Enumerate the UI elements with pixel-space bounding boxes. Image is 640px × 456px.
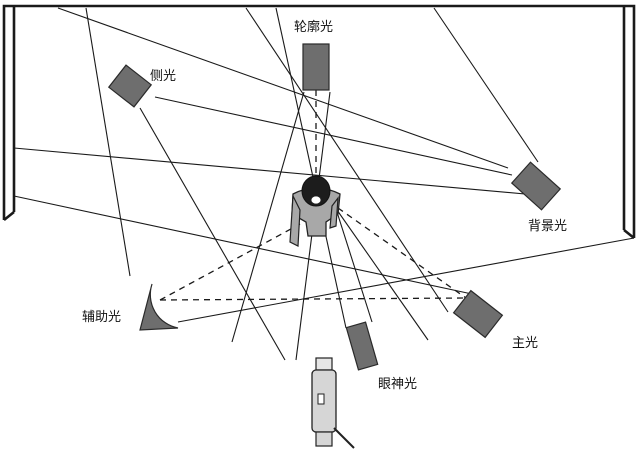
background-light-beam-right xyxy=(433,7,539,163)
side-light-label: 侧光 xyxy=(150,69,176,84)
camera-icon xyxy=(311,357,355,449)
key-light-beam-upper xyxy=(13,195,473,295)
light-beams xyxy=(13,7,635,361)
side-light-beam-upper xyxy=(154,96,513,176)
background-light-fixture xyxy=(510,161,562,211)
background-light-beam-left xyxy=(57,7,509,169)
studio-wall xyxy=(2,4,636,240)
key-light-beam-lower xyxy=(245,7,449,313)
fill-light-fixture xyxy=(139,283,179,331)
aim-lines xyxy=(159,90,467,301)
side-light-beam-lower xyxy=(139,107,286,361)
background-light-label: 背景光 xyxy=(528,219,567,234)
key-light-fixture xyxy=(452,289,504,339)
rim-light-label: 轮廓光 xyxy=(294,19,333,35)
subject-figure xyxy=(289,175,341,247)
rim-light-beam-left xyxy=(231,91,305,343)
eye-light-beam-left xyxy=(275,7,347,329)
key-light-label: 主光 xyxy=(512,336,538,351)
fill-light-beam-upper xyxy=(85,7,131,277)
background-light-beam-lower xyxy=(13,147,537,196)
eye-light-fixture xyxy=(345,321,379,371)
fill-light-label: 辅助光 xyxy=(82,310,121,325)
rim-light-fixture xyxy=(302,43,330,91)
eye-light-beam-far xyxy=(329,199,429,341)
eye-light-label: 眼神光 xyxy=(378,377,417,392)
side-light-fixture xyxy=(107,64,153,108)
